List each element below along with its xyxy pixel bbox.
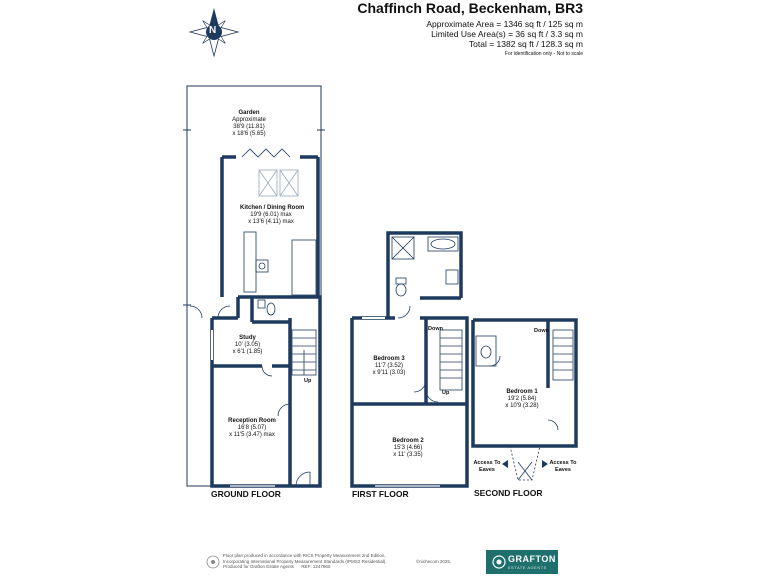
stairs-up-first: Up: [442, 390, 450, 396]
garden-line2: 38'9 (11.81): [233, 124, 265, 130]
eaves-left-line2: Eaves: [479, 467, 495, 473]
compass-north-letter: N: [209, 25, 217, 36]
study-line2: x 6'1 (1.85): [232, 349, 263, 355]
eaves-left-line1: Access To: [473, 460, 501, 466]
approx-area-text: Approximate Area = 1346 sq ft / 125 sq m: [426, 19, 583, 29]
eaves-right-line1: Access To: [549, 460, 577, 466]
room-label-study: Study 10' (3.05) x 6'1 (1.85): [225, 335, 270, 356]
grafton-logo: GRAFTON ESTATE AGENTS: [486, 550, 558, 574]
eaves-right-line2: Eaves: [555, 467, 571, 473]
footer-text: Floor plan produced in accordance with R…: [223, 553, 387, 570]
garden-line3: x 18'6 (5.65): [232, 131, 266, 137]
bedroom3-line2: x 9'11 (3.03): [372, 370, 406, 376]
reception-line2: x 11'5 (3.47) max: [229, 432, 275, 438]
study-name: Study: [239, 335, 256, 341]
room-label-bedroom3: Bedroom 3 11'7 (3.52) x 9'11 (3.03): [363, 356, 415, 377]
room-label-reception: Reception Room 16'8 (5.07) x 11'5 (3.47)…: [222, 418, 282, 439]
bedroom2-line1: 15'3 (4.66): [393, 445, 423, 451]
kitchen-line2: x 13'6 (4.11) max: [248, 219, 294, 225]
stairs-down-second: Down: [534, 328, 549, 334]
stairs-up-ground: Up: [304, 378, 312, 384]
bedroom1-line1: 19'2 (5.84): [507, 396, 537, 402]
footer-line3: Produced for Grafton Estate Agents: [223, 564, 295, 569]
room-label-kitchen: Kitchen / Dining Room 19'9 (6.01) max x …: [240, 205, 305, 226]
room-label-garden: Garden Approximate 38'9 (11.81) x 18'6 (…: [222, 110, 276, 138]
grafton-brand-sub: ESTATE AGENTS: [508, 565, 547, 570]
footer-line1: Floor plan produced in accordance with R…: [223, 553, 386, 558]
garden-line1: Approximate: [232, 117, 266, 123]
scale-note: For identification only - Not to scale: [504, 51, 583, 57]
bedroom3-name: Bedroom 3: [373, 356, 405, 362]
bedroom1-line2: x 10'9 (3.28): [505, 403, 539, 409]
room-label-bedroom1: Bedroom 1 19'2 (5.84) x 10'9 (3.28): [496, 389, 548, 410]
garden-name: Garden: [238, 110, 260, 116]
floor-label-second: SECOND FLOOR: [474, 488, 543, 498]
page-title: Chaffinch Road, Beckenham, BR3: [357, 0, 583, 16]
eaves-access-right: Access To Eaves: [546, 460, 580, 474]
bedroom2-name: Bedroom 2: [392, 438, 424, 444]
study-line1: 10' (3.05): [234, 342, 261, 348]
kitchen-line1: 19'9 (6.01) max: [250, 212, 292, 218]
footer-copyright: ©nichecom 2025.: [416, 559, 452, 564]
stairs-down-first: Down: [428, 326, 443, 332]
reception-line1: 16'8 (5.07): [237, 425, 267, 431]
total-area-text: Total = 1382 sq ft / 128.3 sq m: [468, 39, 583, 49]
room-label-bedroom2: Bedroom 2 15'3 (4.66) x 11' (3.35): [382, 438, 434, 459]
floor-label-first: FIRST FLOOR: [352, 489, 409, 499]
grafton-logo-icon: [492, 555, 506, 569]
footer-line2: Incorporating International Property Mea…: [223, 558, 387, 564]
reception-name: Reception Room: [228, 418, 276, 424]
bedroom2-line2: x 11' (3.35): [393, 452, 423, 458]
kitchen-name: Kitchen / Dining Room: [240, 205, 305, 211]
floor-label-ground: GROUND FLOOR: [211, 489, 281, 499]
eaves-access-left: Access To Eaves: [470, 460, 504, 474]
bedroom3-line1: 11'7 (3.52): [374, 363, 404, 369]
bedroom1-name: Bedroom 1: [506, 389, 538, 395]
footer-ref: REF: 1247960: [301, 564, 331, 569]
limited-use-area-text: Limited Use Area(s) = 36 sq ft / 3.3 sq …: [431, 29, 583, 39]
grafton-brand: GRAFTON: [508, 554, 556, 564]
